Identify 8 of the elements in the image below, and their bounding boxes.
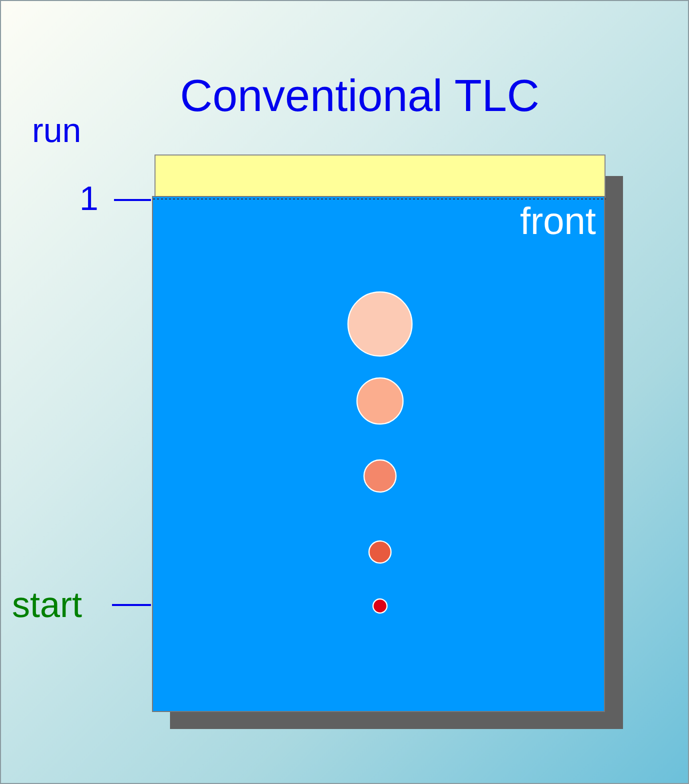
start-label: start: [12, 584, 100, 628]
title: Conventional TLC: [180, 70, 540, 122]
scale-label: 1: [76, 180, 102, 222]
front-label: front: [520, 201, 596, 244]
leader-line: [112, 604, 151, 606]
leader-line: [114, 199, 151, 201]
axis-label: run: [32, 112, 82, 151]
tlc-plate: [152, 196, 605, 712]
